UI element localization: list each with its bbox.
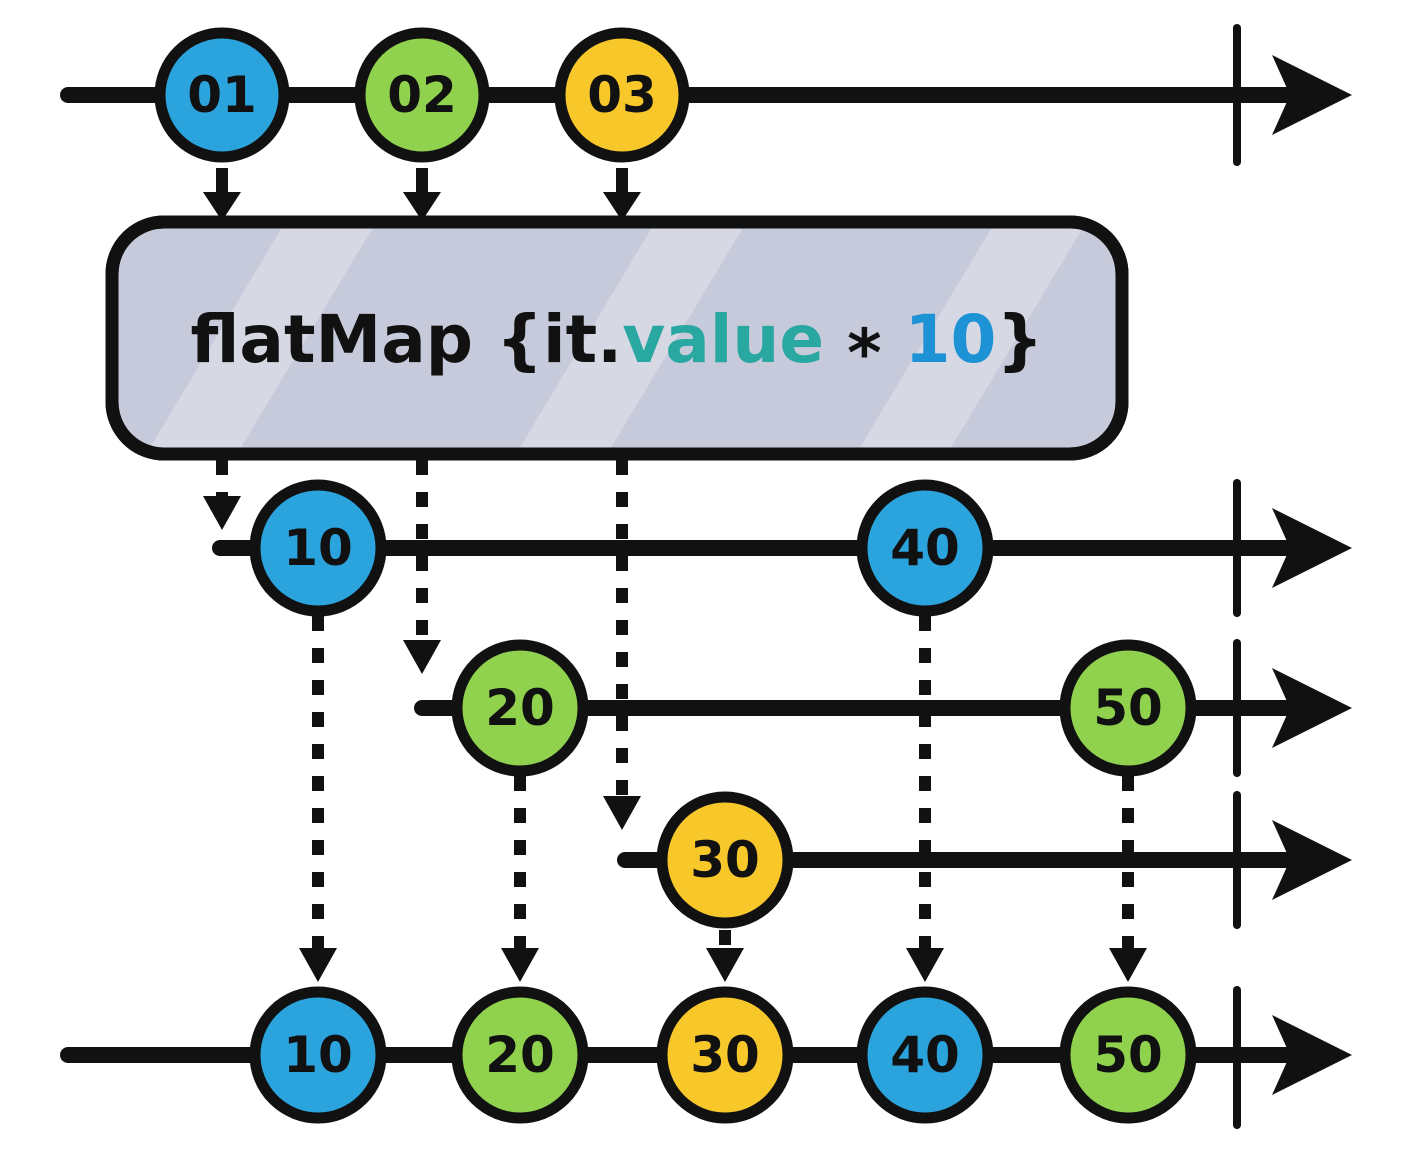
marble-circle <box>154 27 290 163</box>
dashed-arrow-to-inner-stream-1-icon <box>203 460 241 530</box>
marble-circle <box>451 639 589 777</box>
marble-output-10: 10 <box>249 986 387 1124</box>
marble-label: 40 <box>890 519 960 577</box>
inner-stream-2-arrowhead-icon <box>1272 668 1352 748</box>
dashed-arrow-to-inner-stream-3-icon <box>603 460 641 830</box>
operator-box-stripes <box>136 222 1094 454</box>
inner-stream-2: 20 50 <box>414 639 1352 777</box>
marble-circle <box>656 986 794 1124</box>
marble-label: 20 <box>485 679 555 737</box>
inner-stream-3: 30 <box>617 791 1352 929</box>
marble-circle <box>451 986 589 1124</box>
marble-label: 50 <box>1093 679 1163 737</box>
dashed-arrow-to-inner-stream-2-icon <box>403 460 441 674</box>
marble-circle <box>1059 986 1197 1124</box>
dashed-arrow-40-to-output-icon <box>906 616 944 982</box>
marble-inner-40: 40 <box>856 479 994 617</box>
operator-box-border <box>105 215 1129 461</box>
inner-stream-1-arrowhead-icon <box>1272 508 1352 588</box>
source-emission-arrows <box>203 168 641 221</box>
emit-arrow-03-icon <box>603 168 641 221</box>
marble-source-01: 01 <box>154 27 290 163</box>
inner-stream-1: 10 40 <box>212 479 1352 617</box>
source-timeline-arrowhead-icon <box>1272 55 1352 135</box>
emit-arrow-01-icon <box>203 168 241 221</box>
marble-circle <box>554 27 690 163</box>
dashed-arrow-10-to-output-icon <box>299 616 337 982</box>
marble-label: 30 <box>690 831 760 889</box>
marble-label: 03 <box>587 66 657 124</box>
dashed-arrow-20-to-output-icon <box>501 776 539 982</box>
marble-label: 20 <box>485 1026 555 1084</box>
marble-circle <box>856 479 994 617</box>
marble-source-03: 03 <box>554 27 690 163</box>
marble-output-40: 40 <box>856 986 994 1124</box>
marble-output-20: 20 <box>451 986 589 1124</box>
dashed-emission-arrows <box>203 460 1147 982</box>
dashed-arrow-30-to-output-icon <box>706 930 744 982</box>
output-timeline-arrowhead-icon <box>1272 1015 1352 1095</box>
marble-circle <box>1059 639 1197 777</box>
marble-label: 10 <box>283 519 353 577</box>
marble-label: 02 <box>387 66 457 124</box>
source-stream: 01 02 03 <box>60 24 1352 166</box>
marble-inner-30: 30 <box>656 791 794 929</box>
marble-inner-20: 20 <box>451 639 589 777</box>
emit-arrow-02-icon <box>403 168 441 221</box>
marble-output-30: 30 <box>656 986 794 1124</box>
marble-circle <box>856 986 994 1124</box>
marble-label: 01 <box>187 66 257 124</box>
marble-circle <box>249 479 387 617</box>
marble-circle <box>249 986 387 1124</box>
marble-label: 10 <box>283 1026 353 1084</box>
marble-inner-10: 10 <box>249 479 387 617</box>
marble-circle <box>656 791 794 929</box>
operator-box: flatMap {it.value * 10} <box>105 215 1129 461</box>
marble-inner-50: 50 <box>1059 639 1197 777</box>
operator-label: flatMap {it.value * 10} <box>191 301 1044 392</box>
output-stream: 10 20 30 40 50 <box>60 986 1352 1129</box>
marble-label: 50 <box>1093 1026 1163 1084</box>
inner-stream-3-arrowhead-icon <box>1272 820 1352 900</box>
marble-label: 40 <box>890 1026 960 1084</box>
marble-output-50: 50 <box>1059 986 1197 1124</box>
marble-label: 30 <box>690 1026 760 1084</box>
marble-circle <box>354 27 490 163</box>
dashed-arrow-50-to-output-icon <box>1109 776 1147 982</box>
marble-source-02: 02 <box>354 27 490 163</box>
